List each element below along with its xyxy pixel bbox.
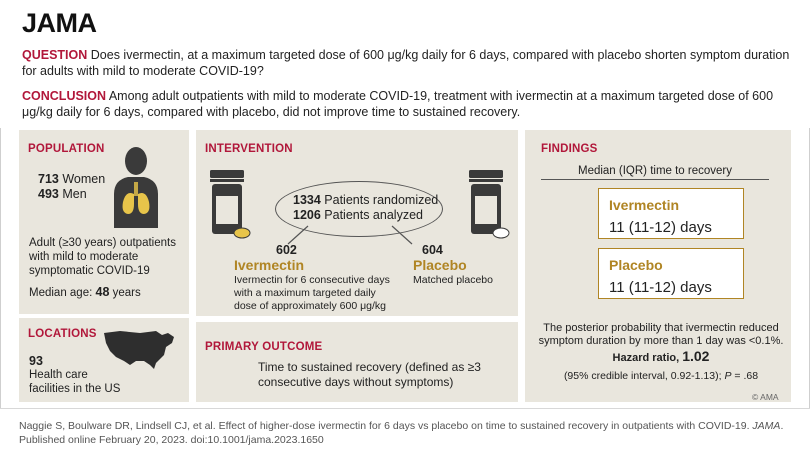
randomized-ellipse xyxy=(275,181,443,237)
placebo-result-box: Placebo 11 (11-12) days xyxy=(598,248,744,299)
placebo-bottle-icon xyxy=(469,170,510,239)
population-title: POPULATION xyxy=(28,143,105,155)
placebo-result-value: 11 (11-12) days xyxy=(609,279,712,296)
conclusion-label: CONCLUSION xyxy=(22,89,107,103)
journal-logo: JAMA xyxy=(22,8,97,38)
placebo-arm-description: Matched placebo xyxy=(413,274,493,286)
findings-title: FINDINGS xyxy=(541,143,598,155)
posterior-probability-text: The posterior probability that ivermecti… xyxy=(538,322,784,347)
women-stat: 713 Women xyxy=(38,172,106,186)
credible-interval: (95% credible interval, 0.92-1.13); P = … xyxy=(563,370,759,382)
citation: Naggie S, Boulware DR, Lindsell CJ, et a… xyxy=(19,420,784,446)
median-age: Median age: 48 years xyxy=(29,285,141,299)
header: JAMA QUESTION Does ivermectin, at a maxi… xyxy=(0,0,810,128)
locations-title: LOCATIONS xyxy=(28,328,97,340)
hazard-ratio: Hazard ratio, 1.02 xyxy=(612,348,710,364)
question-block: QUESTION Does ivermectin, at a maximum t… xyxy=(22,47,792,79)
ivermectin-result-value: 11 (11-12) days xyxy=(609,219,712,236)
primary-outcome-panel xyxy=(196,322,518,402)
population-description: Adult (≥30 years) outpatients with mild … xyxy=(29,237,176,277)
findings-subtitle: Median (IQR) time to recovery xyxy=(577,165,732,177)
randomized-stat: 1334 Patients randomized xyxy=(293,193,439,207)
footer xyxy=(0,408,810,456)
ivermectin-arm-description: Ivermectin for 6 consecutive days with a… xyxy=(234,274,390,312)
locations-description: Health care facilities in the US xyxy=(29,369,121,395)
population-panel xyxy=(19,130,189,314)
ivermectin-result-label: Ivermectin xyxy=(609,197,680,213)
locations-panel xyxy=(19,318,189,402)
ivermectin-bottle-icon xyxy=(210,170,251,239)
ivermectin-arm-label: Ivermectin xyxy=(234,257,305,273)
locations-count: 93 xyxy=(29,354,43,368)
placebo-arm-label: Placebo xyxy=(413,257,467,273)
analyzed-stat: 1206 Patients analyzed xyxy=(293,208,423,222)
conclusion-block: CONCLUSION Among adult outpatients with … xyxy=(22,88,792,120)
person-lungs-icon xyxy=(114,147,158,228)
placebo-result-label: Placebo xyxy=(609,257,663,273)
copyright: © AMA xyxy=(752,392,779,402)
conclusion-text: Among adult outpatients with mild to mod… xyxy=(22,89,774,119)
allocation-lines xyxy=(287,225,413,245)
ivermectin-count: 602 xyxy=(276,243,297,257)
intervention-title: INTERVENTION xyxy=(205,143,293,155)
us-map-icon xyxy=(104,331,174,369)
primary-outcome-text: Time to sustained recovery (defined as ≥… xyxy=(258,360,481,389)
men-stat: 493 Men xyxy=(38,187,87,201)
findings-divider xyxy=(541,179,769,180)
question-text: Does ivermectin, at a maximum targeted d… xyxy=(22,48,790,78)
question-label: QUESTION xyxy=(22,48,88,62)
placebo-count: 604 xyxy=(422,243,443,257)
ivermectin-result-box: Ivermectin 11 (11-12) days xyxy=(598,188,744,239)
primary-outcome-title: PRIMARY OUTCOME xyxy=(205,341,323,353)
